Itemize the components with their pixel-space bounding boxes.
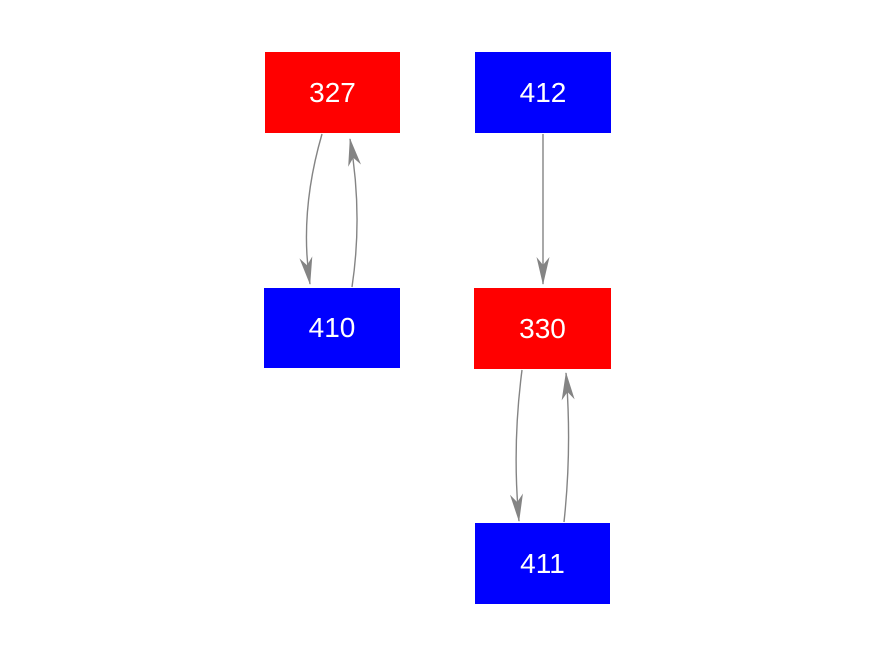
edge-327-to-410 [299, 133, 323, 285]
edge-411-to-330 [561, 372, 575, 523]
node-410[interactable]: 410 [264, 288, 400, 368]
edge-410-to-327 [348, 138, 362, 288]
node-411[interactable]: 411 [475, 523, 610, 604]
node-330[interactable]: 330 [474, 288, 611, 369]
edge-330-to-411 [509, 369, 523, 522]
node-412[interactable]: 412 [475, 52, 611, 133]
node-label: 330 [519, 312, 566, 344]
node-label: 327 [309, 76, 356, 108]
node-label: 411 [520, 547, 565, 579]
node-label: 412 [519, 76, 567, 108]
node-label: 410 [308, 312, 356, 343]
node-327[interactable]: 327 [265, 52, 400, 133]
